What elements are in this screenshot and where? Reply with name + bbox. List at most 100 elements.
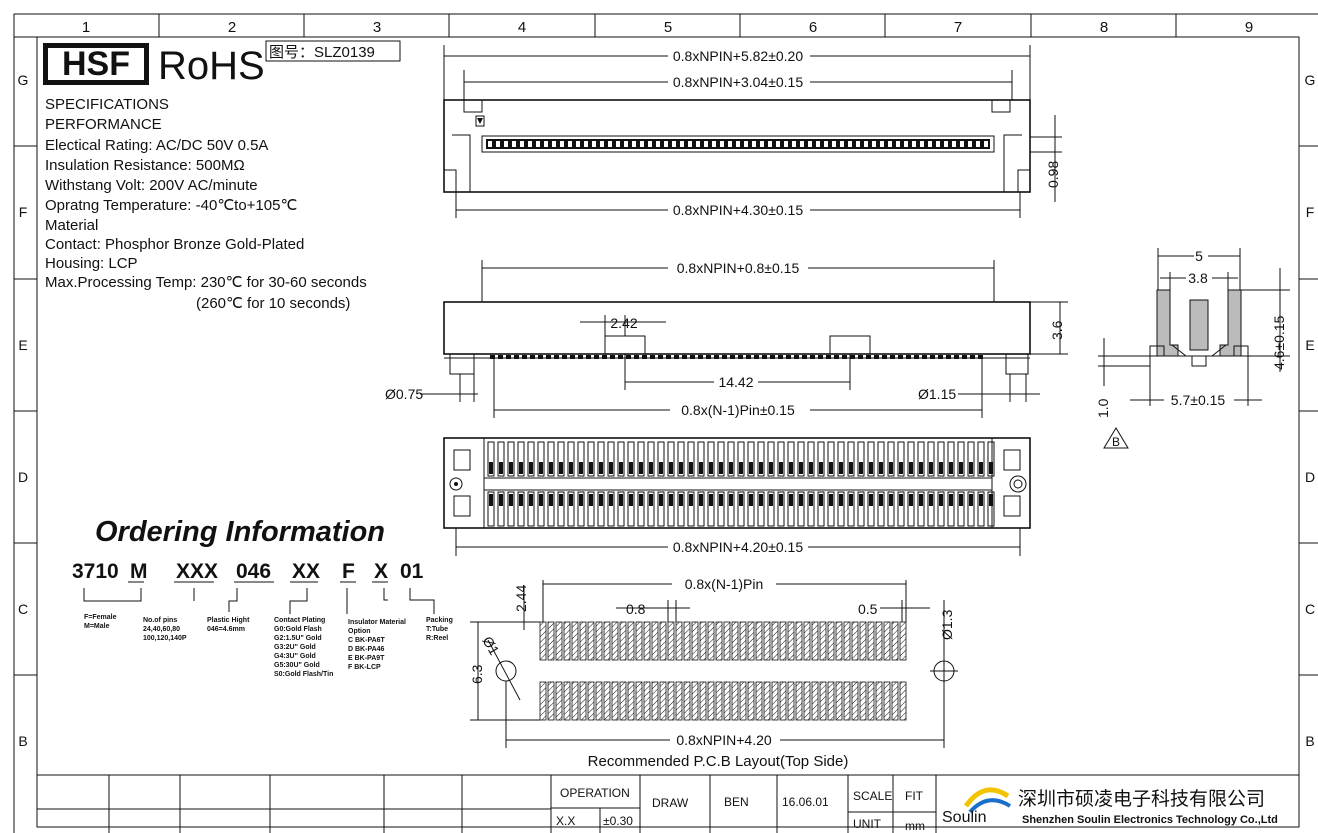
contact-pin (717, 491, 725, 527)
contact-pin (557, 491, 565, 527)
contact-pin (647, 491, 655, 527)
column-label: 2 (228, 19, 236, 36)
contact-pin (827, 441, 835, 477)
front-pin (546, 355, 551, 359)
contact-pin (527, 441, 535, 477)
contact-pin (687, 441, 695, 477)
contact-slot (568, 141, 572, 147)
pcb-pad (867, 681, 875, 721)
contact-pin (727, 441, 735, 477)
contact-pin-tail (709, 494, 713, 506)
contact-pin (757, 441, 765, 477)
pcb-pad (899, 681, 907, 721)
contact-pin (627, 441, 635, 477)
contact-pin (607, 441, 615, 477)
spec-line: Electical Rating: AC/DC 50V 0.5A (45, 137, 268, 154)
contact-slot (552, 141, 556, 147)
spec-line: Max.Processing Temp: 230℃ for 30-60 seco… (45, 274, 367, 291)
contact-pin-tail (939, 494, 943, 506)
fit-label: FIT (905, 789, 924, 803)
front-pin (850, 355, 855, 359)
order-code-part: 01 (400, 560, 424, 583)
pcb-pad (683, 681, 691, 721)
dim-front-pin-right: Ø1.15 (918, 386, 956, 402)
front-pin (882, 355, 887, 359)
contact-pin-tail (799, 494, 803, 506)
contact-pin-tail (899, 494, 903, 506)
front-pin (962, 355, 967, 359)
order-legend-line: E BK-PA9T (348, 655, 385, 662)
order-legend-line: R:Reel (426, 635, 448, 642)
pcb-pad (731, 621, 739, 661)
contact-pin (817, 491, 825, 527)
contact-pin-tail (549, 494, 553, 506)
pcb-pad (771, 681, 779, 721)
contact-pin (627, 491, 635, 527)
front-pin (514, 355, 519, 359)
contact-pin (887, 441, 895, 477)
spec-line: Opratng Temperature: -40℃to+105℃ (45, 197, 297, 214)
pcb-pad (859, 681, 867, 721)
contact-pin-tail (609, 462, 613, 474)
contact-pin-tail (919, 462, 923, 474)
contact-slot (528, 141, 532, 147)
contact-pin (857, 441, 865, 477)
contact-pin (877, 491, 885, 527)
pcb-pad (619, 681, 627, 721)
pcb-pad (891, 621, 899, 661)
side-view: 5 3.8 4.6±0.15 5.7±0.15 1.0 B (1095, 248, 1290, 449)
front-pin (770, 355, 775, 359)
contact-pin-tail (829, 462, 833, 474)
contact-pin (967, 491, 975, 527)
pcb-pad (795, 681, 803, 721)
pcb-pad (643, 621, 651, 661)
contact-pin (957, 441, 965, 477)
contact-pin (927, 491, 935, 527)
dim-side-stand: 1.0 (1095, 398, 1111, 418)
pcb-pad (651, 621, 659, 661)
contact-pin-tail (709, 462, 713, 474)
pcb-pad (635, 681, 643, 721)
contact-pin (547, 441, 555, 477)
contact-slot (752, 141, 756, 147)
contact-slot (768, 141, 772, 147)
contact-slot (872, 141, 876, 147)
contact-pin-tail (629, 462, 633, 474)
contact-pin (537, 491, 545, 527)
front-pin (570, 355, 575, 359)
pcb-pad (835, 621, 843, 661)
dim-front-pitch: 0.8x(N-1)Pin±0.15 (681, 402, 795, 418)
front-pin (874, 355, 879, 359)
front-pin (834, 355, 839, 359)
pcb-pad (571, 681, 579, 721)
contact-pin-tail (959, 462, 963, 474)
contact-pin (777, 441, 785, 477)
pcb-pad (627, 681, 635, 721)
pcb-pad (859, 621, 867, 661)
pcb-pad (539, 621, 547, 661)
dim-pcb-08: 0.8 (626, 601, 646, 617)
contact-slot (632, 141, 636, 147)
contact-pin-tail (719, 494, 723, 506)
pcb-pad (691, 621, 699, 661)
contact-pin-tail (589, 494, 593, 506)
column-label: 8 (1100, 19, 1108, 36)
pcb-pad (795, 621, 803, 661)
pcb-pad (571, 621, 579, 661)
pcb-pad (723, 681, 731, 721)
pcb-pad (635, 621, 643, 661)
contact-pin (807, 491, 815, 527)
front-pin (666, 355, 671, 359)
contact-pin-tail (679, 462, 683, 474)
pcb-pad (555, 621, 563, 661)
contact-pin-tail (529, 494, 533, 506)
contact-pin (657, 441, 665, 477)
order-legend-line: G5:30U" Gold (274, 662, 320, 669)
dim-side-height: 4.6±0.15 (1271, 315, 1287, 370)
contact-slot (912, 141, 916, 147)
contact-pin (977, 491, 985, 527)
contact-pin-tail (749, 462, 753, 474)
contact-pin (907, 441, 915, 477)
contact-pin (737, 491, 745, 527)
contact-pin-tail (539, 462, 543, 474)
